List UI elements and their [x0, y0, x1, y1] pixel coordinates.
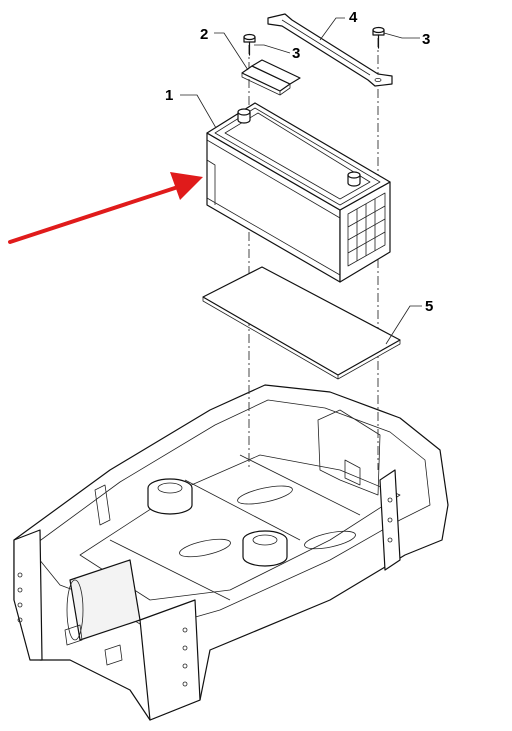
battery-tray-frame: [13, 384, 449, 721]
callout-4-label: 4: [349, 9, 358, 26]
callout-1-label: 1: [165, 87, 173, 104]
clamp-bar-part: [267, 13, 393, 87]
callout-3-left-label: 3: [292, 45, 300, 62]
bolt-left-part: [243, 33, 256, 56]
battery-pad-part: [202, 266, 401, 380]
hold-down-bracket-part: [241, 59, 301, 96]
red-arrow-icon: [8, 172, 203, 244]
leader-lines: [180, 17, 422, 345]
bolt-right-part: [372, 26, 385, 49]
callout-5-label: 5: [425, 298, 433, 315]
battery-part: [206, 102, 391, 283]
callout-3-right-label: 3: [422, 31, 430, 48]
callout-2-label: 2: [200, 26, 208, 43]
